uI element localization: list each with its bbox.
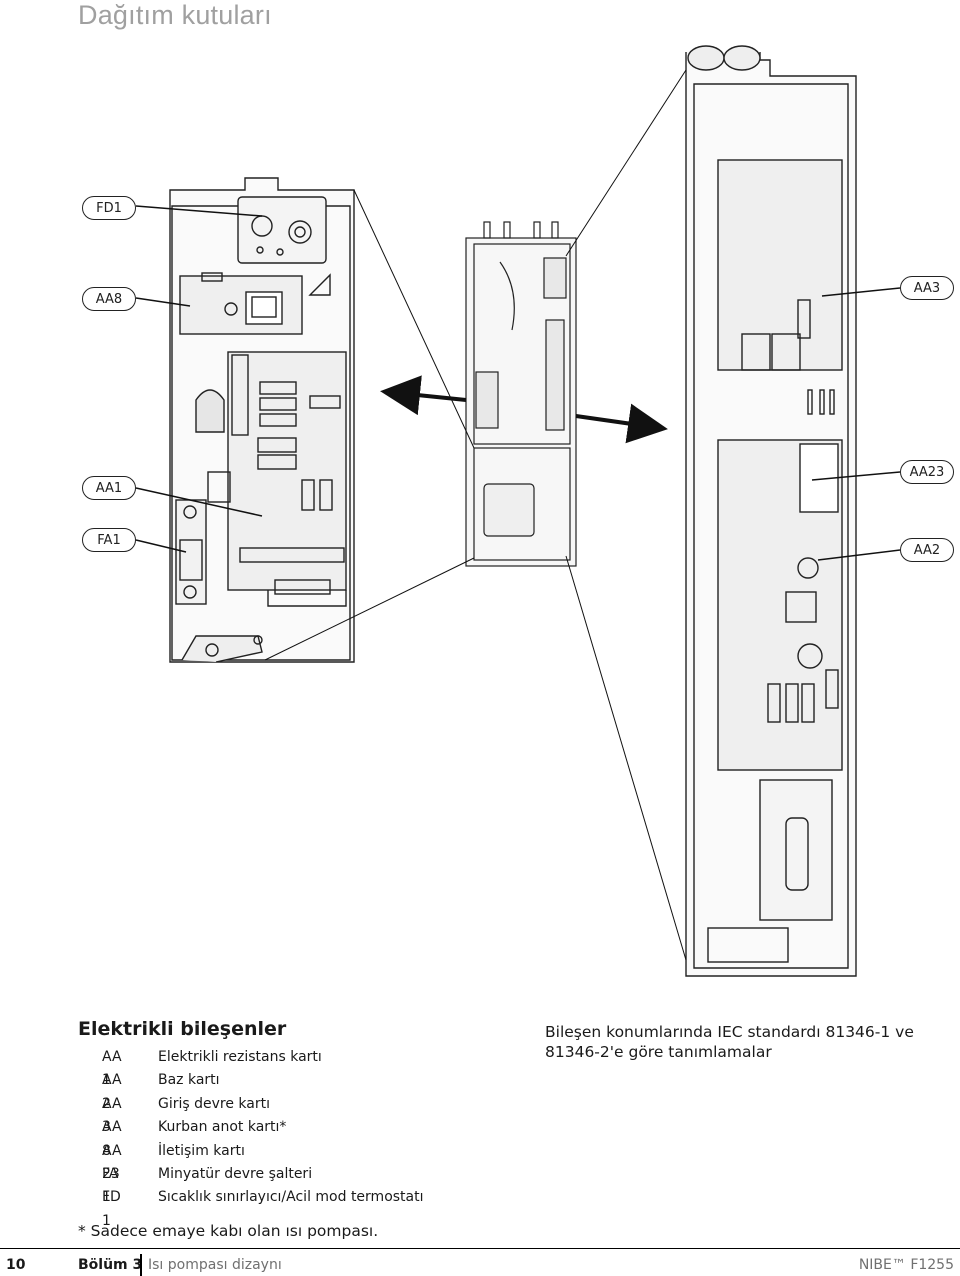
callout-fa1: FA1 — [82, 528, 136, 552]
brand-label: NIBE™ F1255 — [858, 1257, 954, 1273]
list-item: AA 3 Giriş devre kartı — [102, 1095, 270, 1136]
heat-pump-overview — [465, 221, 577, 567]
component-list: AA 1 Elektrikli rezistans kartı AA 2 Baz… — [78, 1046, 424, 1229]
direction-arrows — [380, 375, 668, 444]
distribution-box-diagram — [135, 45, 901, 977]
chapter-label: Bölüm 3 — [78, 1257, 143, 1273]
page-number: 10 — [6, 1257, 26, 1273]
callout-fd1: FD1 — [82, 196, 136, 220]
callout-aa3: AA3 — [900, 276, 954, 300]
list-item: AA 2 Baz kartı — [102, 1072, 220, 1112]
list-item: AA 8 Kurban anot kartı* — [102, 1119, 287, 1159]
lower-electrical-box — [685, 45, 857, 977]
list-item: AA 23 İletişim kartı — [102, 1142, 245, 1182]
upper-electrical-box — [169, 177, 355, 663]
legend-heading: Elektrikli bileşenler — [78, 1018, 287, 1040]
iec-note: Bileşen konumlarında IEC standardı 81346… — [545, 1023, 914, 1061]
footnote: * Sadece emaye kabı olan ısı pompası. — [78, 1222, 379, 1240]
list-item: FA 1 Minyatür devre şalteri — [102, 1165, 313, 1206]
footer-separator — [140, 1254, 142, 1276]
callout-aa1: AA1 — [82, 476, 136, 500]
list-item: AA 1 Elektrikli rezistans kartı — [102, 1049, 322, 1089]
callout-aa8: AA8 — [82, 287, 136, 311]
callout-aa23: AA23 — [900, 460, 954, 484]
list-item: FD 1 Sıcaklık sınırlayıcı/Acil mod termo… — [102, 1189, 424, 1229]
footer-divider — [0, 1248, 960, 1249]
page-title: Dağıtım kutuları — [78, 0, 272, 30]
callout-leaders — [135, 69, 901, 961]
chapter-title: Isı pompası dizaynı — [148, 1257, 282, 1273]
callout-aa2: AA2 — [900, 538, 954, 562]
